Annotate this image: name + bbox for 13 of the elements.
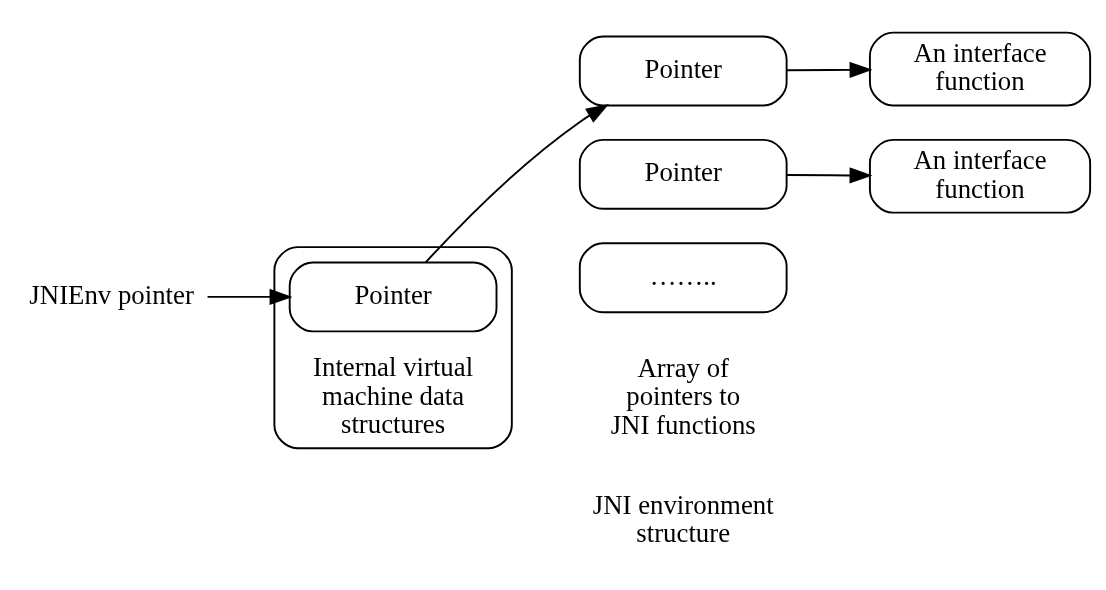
arrow: [424, 104, 609, 264]
node-box: ……..: [578, 242, 788, 314]
node-box: Pointer: [288, 261, 498, 333]
node-box: An interface function: [868, 138, 1092, 214]
node-box: An interface function: [868, 31, 1092, 107]
node-box: Pointer: [578, 138, 788, 210]
node-box: Pointer: [578, 35, 788, 107]
label: Array of pointers to JNI functions: [610, 352, 756, 441]
arrow: [785, 167, 873, 184]
arrow: [206, 288, 293, 305]
label: JNI environment structure: [592, 489, 774, 549]
node-text: JNIEnv pointer: [29, 280, 194, 310]
arrow: [785, 61, 873, 78]
